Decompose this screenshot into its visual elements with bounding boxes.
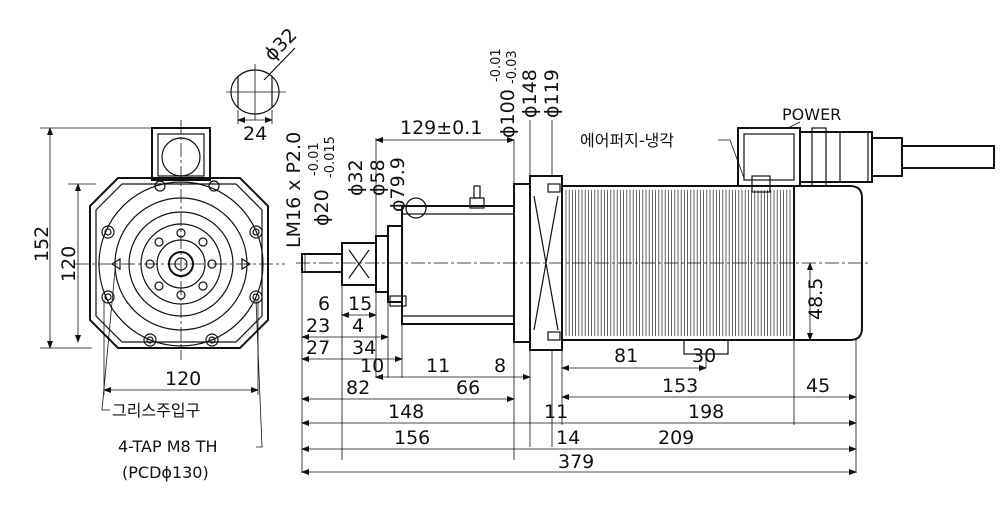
dim-spigot-tol-upper: -0.01 [307, 142, 322, 176]
power-connector [737, 127, 801, 187]
side-view: 129±0.1 LM16 x P2.0 ϕ20 -0.01 -0.015 ϕ32… [283, 48, 995, 475]
pcd-label: (PCDϕ130) [122, 463, 209, 482]
dim-d58: ϕ58 [367, 159, 389, 196]
dim-d799: ϕ79.9 [387, 157, 409, 212]
dim-45: 45 [806, 375, 830, 397]
dim-d119: ϕ119 [541, 69, 563, 118]
dim-11a: 11 [426, 355, 450, 377]
dim-198: 198 [688, 401, 724, 423]
motor-fins [565, 190, 791, 336]
dim-120-vertical: 120 [58, 246, 80, 282]
tap-holes [101, 225, 263, 347]
dim-6: 6 [318, 293, 330, 315]
dim-spigot: ϕ20 [311, 189, 333, 226]
dim-d148: ϕ148 [519, 69, 541, 118]
dim-d32: ϕ32 [345, 159, 367, 196]
dim-15: 15 [348, 293, 372, 315]
grease-inlet-label: 그리스주입구 [112, 401, 200, 420]
dim-14: 14 [556, 427, 580, 449]
dim-flange-tol-lower: -0.03 [505, 50, 520, 84]
dim-153: 153 [662, 375, 698, 397]
front-view: ϕ32 24 152 120 120 그리스주입구 4-TAP M8 TH (P… [31, 24, 301, 482]
dim-4: 4 [352, 315, 364, 337]
front-frame-outer [89, 177, 269, 349]
dim-66: 66 [456, 377, 480, 399]
dim-48-5: 48.5 [805, 278, 827, 320]
dim-81: 81 [614, 345, 638, 367]
dim-27: 27 [306, 337, 330, 359]
dim-129: 129±0.1 [400, 117, 482, 139]
dim-flange: ϕ100 [497, 89, 519, 138]
dim-8: 8 [494, 355, 506, 377]
shaft-flat-label: 24 [243, 123, 267, 145]
tap-label: 4-TAP M8 TH [118, 437, 218, 456]
dim-23: 23 [306, 315, 330, 337]
rear-cap [794, 185, 863, 341]
dim-120-horizontal: 120 [165, 368, 201, 390]
dim-11b: 11 [544, 401, 568, 423]
dim-82: 82 [346, 377, 370, 399]
air-purge-label: 에어퍼지-냉각 [580, 131, 674, 150]
dim-156: 156 [394, 427, 430, 449]
dim-209: 209 [658, 427, 694, 449]
dim-spigot-tol-lower: -0.015 [323, 136, 338, 178]
dim-34: 34 [352, 337, 376, 359]
dim-148: 148 [388, 401, 424, 423]
dim-10: 10 [360, 355, 384, 377]
dim-flange-tol-upper: -0.01 [489, 48, 504, 82]
shaft-dia-label: ϕ32 [260, 24, 302, 66]
power-label: POWER [782, 105, 841, 124]
power-cable [901, 145, 995, 169]
spindle-housing [401, 205, 515, 325]
front-frame-inner [95, 183, 263, 343]
dim-thread: LM16 x P2.0 [283, 132, 305, 248]
dim-152: 152 [31, 226, 53, 262]
dim-379: 379 [558, 451, 594, 473]
shaft-section: ϕ32 24 [226, 24, 301, 145]
dim-30: 30 [692, 345, 716, 367]
motor-body [561, 185, 795, 341]
